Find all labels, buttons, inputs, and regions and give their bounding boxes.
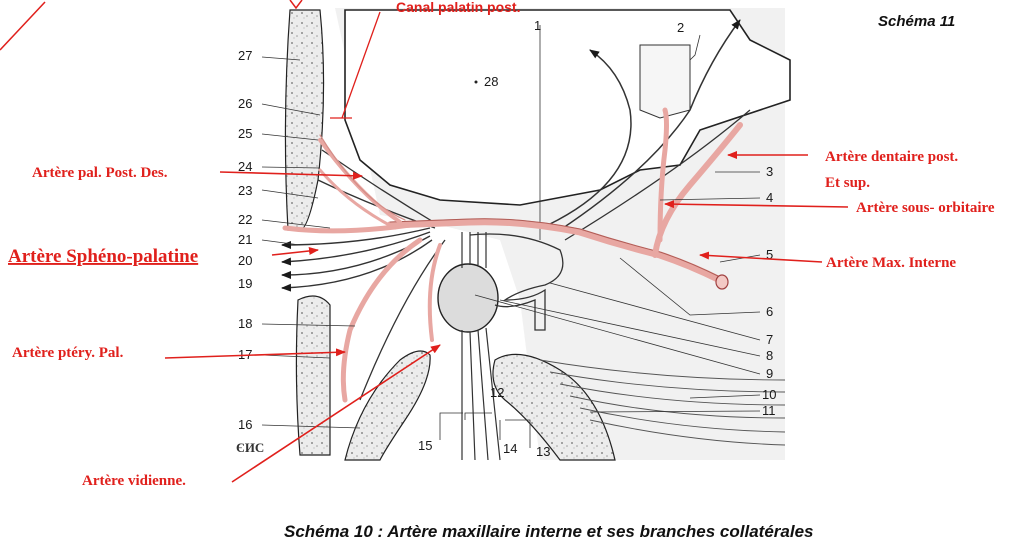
vertical-bone-lower [295, 295, 331, 456]
artery-max-interne [386, 218, 724, 284]
label-19: 19 [238, 276, 252, 291]
label-25: 25 [238, 126, 252, 141]
label-3: 3 [766, 164, 773, 179]
optic-tube [639, 44, 691, 119]
schema-11-title: Schéma 11 [878, 13, 955, 30]
label-vidienne: Artère vidienne. [82, 473, 186, 489]
label-23: 23 [238, 183, 252, 198]
label-12: 12 [490, 385, 504, 400]
artery-ptery-pal [340, 237, 423, 403]
label-11: 11 [762, 403, 776, 418]
anatomy-background [281, 8, 791, 461]
nerve-loop [469, 233, 564, 331]
label-10: 10 [762, 387, 776, 402]
label-7: 7 [766, 332, 773, 347]
label-sous-orbitaire: Artère sous- orbitaire [856, 200, 995, 216]
label-27: 27 [238, 48, 252, 63]
number-labels: 27 26 25 24 23 22 21 20 19 18 17 16 28 1… [238, 18, 776, 459]
figure-caption: Schéma 10 : Artère maxillaire interne et… [284, 522, 813, 541]
label-18: 18 [238, 316, 252, 331]
label-14: 14 [503, 441, 517, 456]
label-26: 26 [238, 96, 252, 111]
red-annotations: Canal palatin post. Schéma 11 Artère den… [0, 0, 995, 489]
label-5: 5 [766, 247, 773, 262]
label-1: 1 [534, 18, 541, 33]
vidian-nerve [359, 239, 446, 401]
label-6: 6 [766, 304, 773, 319]
label-2: 2 [677, 20, 684, 35]
vertical-bone-upper [284, 9, 325, 231]
muscle-fibers [539, 359, 786, 446]
label-21: 21 [238, 232, 252, 247]
label-28: 28 [484, 74, 498, 89]
nerve-arc-right [559, 19, 741, 231]
label-dentaire-post: Artère dentaire post. [825, 149, 958, 165]
label-dentaire-sup: Et sup. [825, 175, 870, 191]
label-8: 8 [766, 348, 773, 363]
artery-stump [715, 274, 729, 290]
ganglion [437, 263, 499, 333]
descending-nerves [461, 327, 501, 461]
label-canal-palatin: Canal palatin post. [396, 0, 520, 15]
label-spheno-palatine: Artère Sphéno-palatine [8, 246, 198, 267]
label-20: 20 [238, 253, 252, 268]
label-15: 15 [418, 438, 432, 453]
artery-sous-orbitaire [657, 107, 669, 243]
label-22: 22 [238, 212, 252, 227]
nerve-arc-upper [547, 49, 632, 226]
label-13: 13 [536, 444, 550, 459]
label-pal-post-des: Artère pal. Post. Des. [32, 165, 168, 181]
label-17: 17 [238, 347, 252, 362]
label-ptery-pal: Artère ptéry. Pal. [12, 345, 124, 361]
artist-signature: ЄИС [236, 440, 264, 455]
label-max-interne: Artère Max. Interne [826, 255, 956, 271]
pterygoid-bone [344, 350, 431, 461]
upper-nerves [461, 232, 487, 268]
arteries [282, 107, 743, 403]
label-4: 4 [766, 190, 773, 205]
nerve-branch [564, 109, 751, 241]
label-16: 16 [238, 417, 252, 432]
label-24: 24 [238, 159, 252, 174]
label-9: 9 [766, 366, 773, 381]
artery-vidienne [427, 243, 442, 342]
